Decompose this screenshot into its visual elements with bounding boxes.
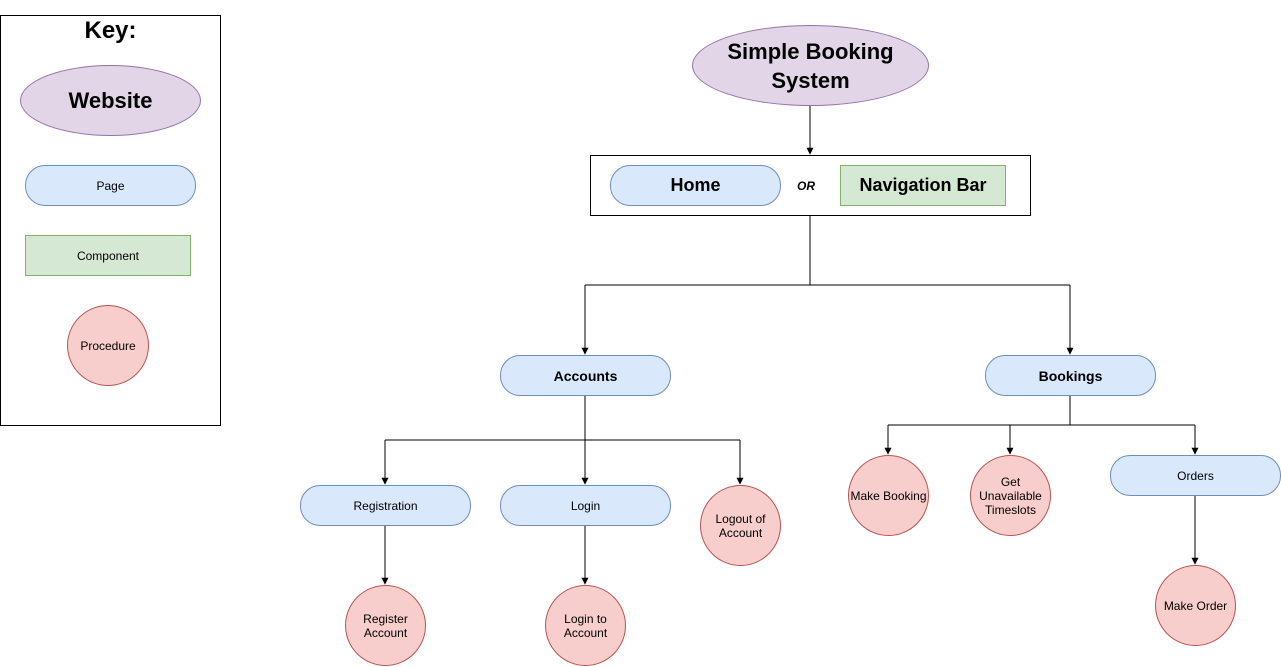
get-unavailable-timeslots-procedure-node: Get Unavailable Timeslots xyxy=(970,455,1051,536)
root-website-node: Simple Booking System xyxy=(692,25,929,106)
make-order-procedure-node: Make Order xyxy=(1155,565,1236,646)
or-label: OR xyxy=(797,178,815,193)
key-component-shape: Component xyxy=(25,235,191,276)
key-panel xyxy=(0,15,221,426)
key-title: Key: xyxy=(84,17,137,44)
key-page-shape: Page xyxy=(25,165,196,206)
home-page-node: Home xyxy=(610,165,781,206)
navigation-bar-component: Navigation Bar xyxy=(840,165,1006,206)
home-group-box xyxy=(590,155,1031,216)
accounts-page-node: Accounts xyxy=(500,355,671,396)
logout-procedure-node: Logout of Account xyxy=(700,485,781,566)
login-page-node: Login xyxy=(500,485,671,526)
orders-page-node: Orders xyxy=(1110,455,1281,496)
key-website-shape: Website xyxy=(20,65,201,136)
registration-page-node: Registration xyxy=(300,485,471,526)
bookings-page-node: Bookings xyxy=(985,355,1156,396)
key-procedure-shape: Procedure xyxy=(67,305,149,386)
make-booking-procedure-node: Make Booking xyxy=(848,455,929,536)
login-to-account-procedure-node: Login to Account xyxy=(545,585,626,666)
register-account-procedure-node: Register Account xyxy=(345,585,426,666)
